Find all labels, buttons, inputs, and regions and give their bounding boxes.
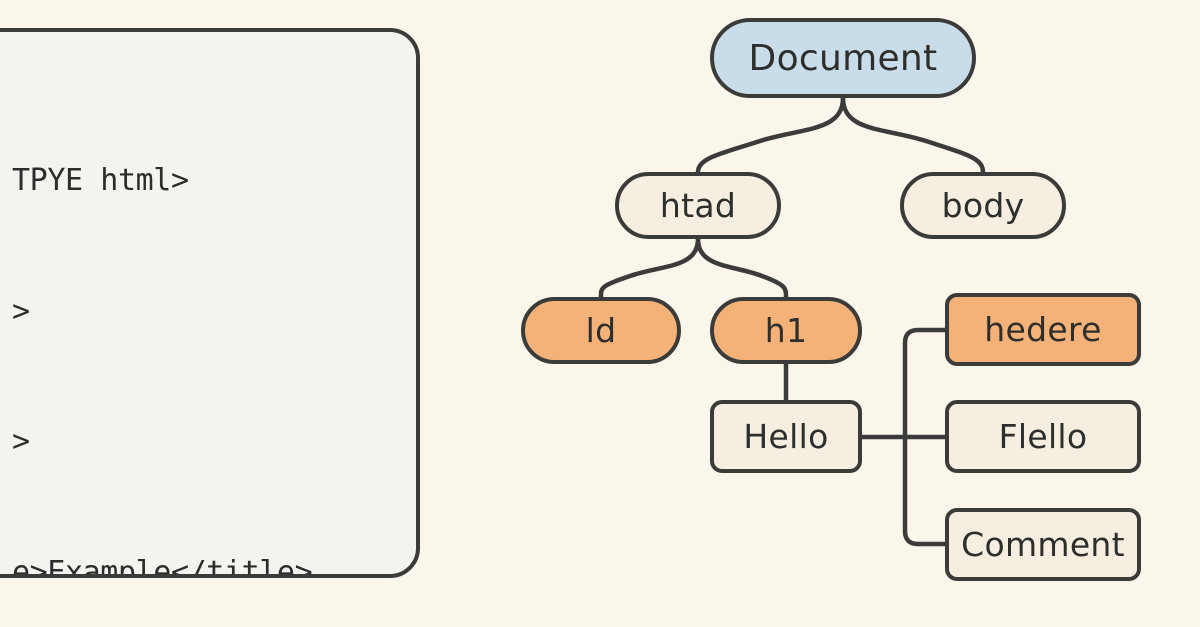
node-label: ld <box>585 311 617 350</box>
tree-node-document[interactable]: Document <box>710 18 976 98</box>
tree-node-hedere[interactable]: hedere <box>945 293 1141 366</box>
tree-node-flello[interactable]: Flello <box>945 400 1141 473</box>
code-panel: TPYE html> > > e>Example</title> d> "> i… <box>0 28 420 578</box>
edge-head-ld <box>598 236 701 300</box>
tree-node-body[interactable]: body <box>900 172 1066 239</box>
tree-node-h1[interactable]: h1 <box>710 297 862 364</box>
node-label: Comment <box>961 525 1125 564</box>
code-line: > <box>12 424 30 459</box>
code-text: TPYE html> > > e>Example</title> d> "> i… <box>12 72 330 578</box>
code-line: TPYE html> <box>12 163 189 198</box>
edge-document-body <box>840 95 986 175</box>
node-label: Flello <box>998 417 1088 456</box>
edge-trunk-hedere <box>902 327 948 440</box>
edge-document-head <box>695 95 846 175</box>
node-label: hedere <box>984 310 1102 349</box>
tree-node-head[interactable]: htad <box>615 172 781 239</box>
edge-head-h1 <box>695 236 789 300</box>
node-label: Document <box>748 37 938 79</box>
tree-node-comment[interactable]: Comment <box>945 508 1141 581</box>
node-label: h1 <box>764 311 808 350</box>
code-line: > <box>12 293 30 329</box>
code-line: e>Example</title> <box>12 554 313 578</box>
tree-node-hello[interactable]: Hello <box>710 400 862 473</box>
tree-node-ld[interactable]: ld <box>521 297 681 364</box>
node-label: body <box>941 186 1025 225</box>
node-label: htad <box>659 186 737 225</box>
node-label: Hello <box>743 417 829 456</box>
edge-trunk-comment <box>902 434 948 547</box>
